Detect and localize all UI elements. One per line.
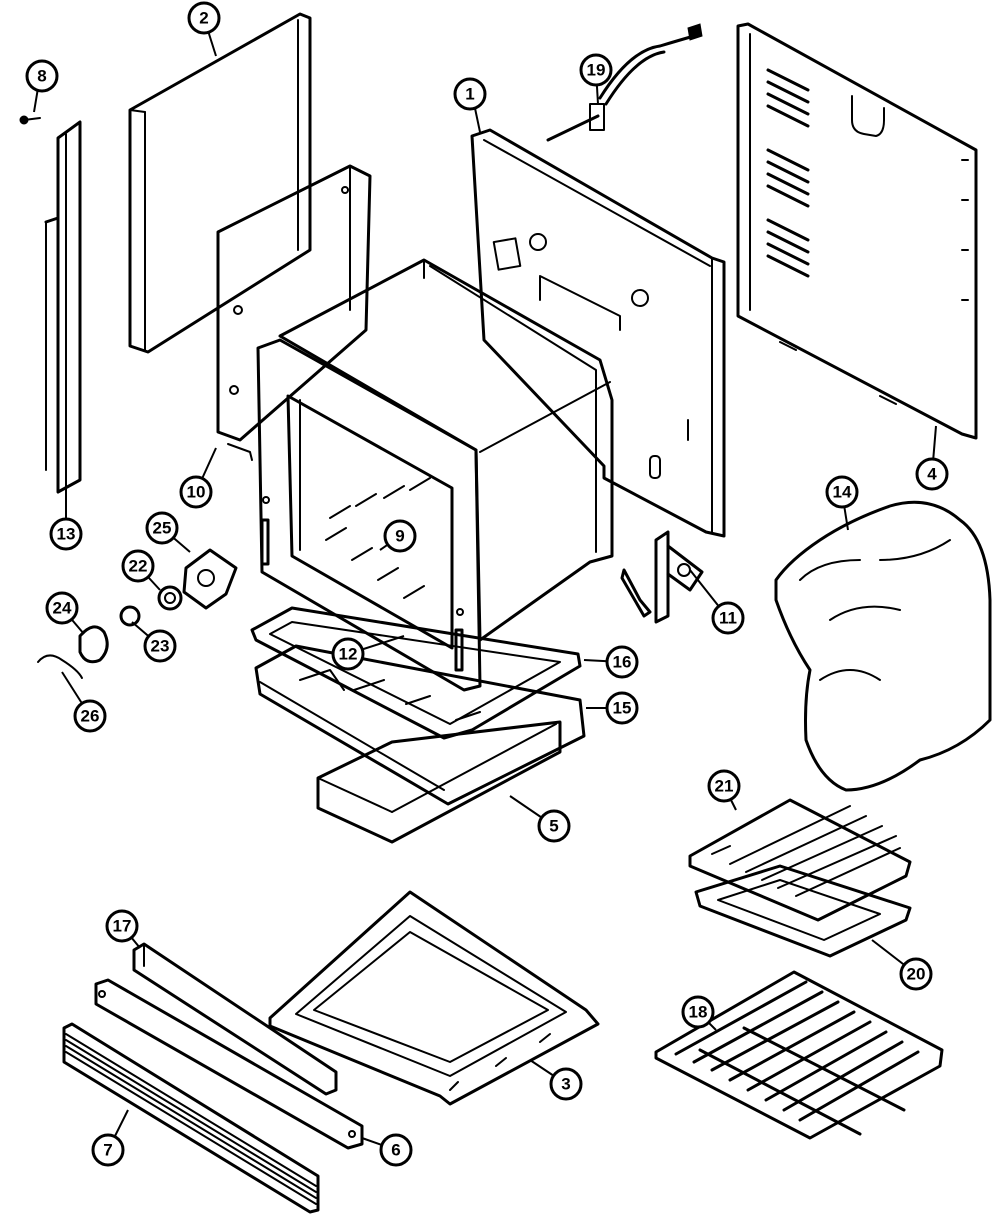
part-3-door-panel	[268, 890, 600, 1106]
svg-text:21: 21	[715, 777, 734, 796]
part-8-screw	[19, 115, 41, 125]
callout-10[interactable]: 10	[179, 475, 213, 509]
part-17-door-trim	[132, 942, 338, 1096]
part-19-power-cord	[546, 23, 703, 142]
part-5-bottom-bracket	[316, 720, 562, 844]
callout-17[interactable]: 17	[105, 909, 139, 943]
callout-5[interactable]: 5	[537, 809, 571, 843]
callout-6[interactable]: 6	[379, 1133, 413, 1167]
svg-text:26: 26	[81, 707, 100, 726]
callout-24[interactable]: 24	[45, 591, 79, 625]
part-16-bottom-panel	[250, 606, 582, 740]
svg-text:8: 8	[37, 67, 46, 86]
svg-text:13: 13	[57, 525, 76, 544]
callout-26[interactable]: 26	[73, 699, 107, 733]
oven-cavity	[256, 258, 614, 692]
leader-lines	[33, 17, 937, 1151]
part-2-side-panel	[128, 12, 312, 354]
part-15-burner-tray	[254, 644, 586, 806]
svg-text:22: 22	[129, 557, 148, 576]
part-7-vent-grille	[62, 1022, 320, 1214]
callout-16[interactable]: 16	[605, 645, 639, 679]
svg-text:9: 9	[395, 527, 404, 546]
callouts: 2 8 1 19 4 13 10 9 14 25 22 11 24 23 12 …	[25, 1, 949, 1167]
callout-19[interactable]: 19	[579, 53, 613, 87]
callout-25[interactable]: 25	[145, 511, 179, 545]
svg-text:16: 16	[613, 653, 632, 672]
callout-11[interactable]: 11	[711, 601, 745, 635]
callout-2[interactable]: 2	[187, 1, 221, 35]
part-18-oven-rack	[654, 970, 944, 1140]
svg-text:10: 10	[187, 483, 206, 502]
callout-22[interactable]: 22	[121, 549, 155, 583]
svg-text:19: 19	[587, 61, 606, 80]
callout-9[interactable]: 9	[383, 519, 417, 553]
part-13-side-trim	[44, 120, 82, 494]
callout-4[interactable]: 4	[915, 457, 949, 491]
callout-7[interactable]: 7	[91, 1133, 125, 1167]
svg-text:7: 7	[103, 1141, 112, 1160]
part-20-broiler-pan	[694, 864, 912, 958]
part-10-inner-side-panel	[216, 164, 372, 461]
svg-text:14: 14	[833, 483, 852, 502]
part-1-rear-panel	[470, 128, 726, 538]
svg-text:12: 12	[339, 645, 358, 664]
callout-3[interactable]: 3	[549, 1067, 583, 1101]
callout-8[interactable]: 8	[25, 59, 59, 93]
svg-text:18: 18	[689, 1003, 708, 1022]
svg-text:1: 1	[465, 85, 474, 104]
svg-text:6: 6	[391, 1141, 400, 1160]
svg-text:2: 2	[199, 9, 208, 28]
part-14-insulation	[774, 500, 992, 792]
callout-20[interactable]: 20	[899, 957, 933, 991]
svg-text:24: 24	[53, 599, 72, 618]
callout-21[interactable]: 21	[707, 769, 741, 803]
svg-text:11: 11	[719, 609, 737, 628]
svg-text:5: 5	[549, 817, 558, 836]
vent-slots	[766, 68, 810, 278]
svg-text:17: 17	[113, 917, 132, 936]
callout-18[interactable]: 18	[681, 995, 715, 1029]
part-11-hinge	[620, 530, 704, 624]
svg-text:3: 3	[561, 1075, 570, 1094]
callout-13[interactable]: 13	[49, 517, 83, 551]
callout-1[interactable]: 1	[453, 77, 487, 111]
svg-text:4: 4	[927, 465, 937, 484]
lamp-assembly	[37, 548, 238, 679]
svg-text:23: 23	[151, 637, 170, 656]
svg-text:20: 20	[907, 965, 926, 984]
callout-15[interactable]: 15	[605, 691, 639, 725]
svg-text:15: 15	[613, 699, 632, 718]
callout-23[interactable]: 23	[143, 629, 177, 663]
part-6-door-strip	[94, 978, 364, 1150]
svg-text:25: 25	[153, 519, 172, 538]
callout-14[interactable]: 14	[825, 475, 859, 509]
part-4-cabinet-back	[736, 22, 978, 440]
part-21-broiler-insert	[688, 798, 912, 922]
callout-12[interactable]: 12	[331, 637, 365, 671]
